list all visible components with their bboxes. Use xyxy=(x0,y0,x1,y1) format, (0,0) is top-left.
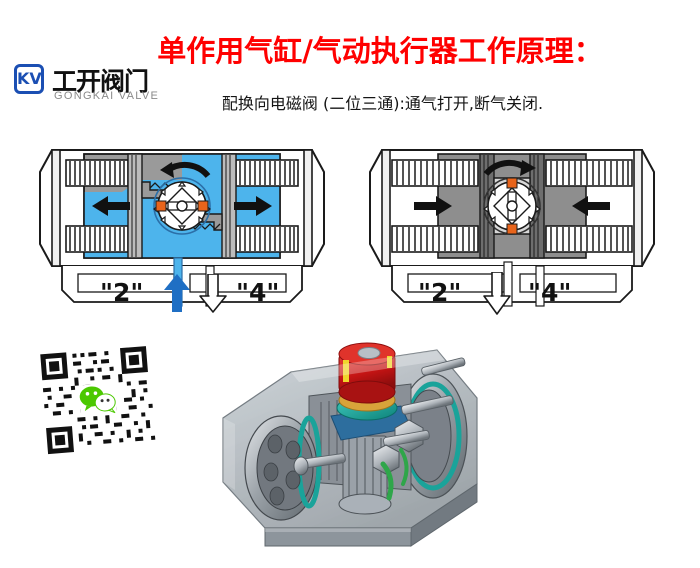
port-2-exhaust-arrow-right xyxy=(483,272,511,315)
spring-right-lower xyxy=(235,225,299,253)
tie-rod-left xyxy=(293,453,346,476)
spring-right-upper xyxy=(545,159,633,187)
port-2-label-left: "2" xyxy=(100,278,144,307)
port-4-label-right: "4" xyxy=(528,278,572,307)
indicator-stripe-left xyxy=(343,360,349,382)
piston-left xyxy=(127,153,143,259)
indicator-stripe-right xyxy=(387,356,392,368)
rotation-arrow-ccw xyxy=(160,161,211,179)
page-title: 单作用气缸/气动执行器工作原理： xyxy=(157,34,603,68)
actuator-3d-cutaway xyxy=(205,332,495,560)
logo-chinese-name: 工开阀门 xyxy=(52,67,149,96)
spring-right-upper xyxy=(235,159,299,187)
pinion-block-left xyxy=(155,200,167,212)
piston-arrow-left xyxy=(414,196,452,216)
pinion-gear xyxy=(483,177,541,235)
spring-left-upper xyxy=(65,159,129,187)
port-row-left: "2" "4" xyxy=(22,274,342,313)
spring-right-lower xyxy=(545,225,633,253)
port-row-right: "2" "4" xyxy=(352,272,672,315)
piston-right xyxy=(221,153,237,259)
port-4-exhaust-arrow-left xyxy=(199,274,227,313)
port-4-label-left: "4" xyxy=(236,278,280,307)
indicator-cap xyxy=(338,342,396,404)
logo-mark-icon: KV xyxy=(14,64,44,94)
piston-bores xyxy=(263,434,301,506)
spring-left-upper xyxy=(391,159,479,187)
spring-left-lower xyxy=(65,225,129,253)
diagram-right-air-exhausted xyxy=(352,136,672,316)
port-2-supply-arrow-left xyxy=(164,274,190,312)
green-seal-a xyxy=(380,461,394,501)
tie-rod-top-far xyxy=(421,357,466,376)
rotation-arrow-cw xyxy=(483,159,536,177)
piston-arrow-left xyxy=(92,196,130,216)
green-seal-b xyxy=(399,448,409,486)
pinion-block-bottom xyxy=(506,223,518,235)
logo-english-name: GONGKAI VALVE xyxy=(54,90,160,102)
company-logo: KV 工开阀门 GONGKAI VALVE xyxy=(14,62,189,110)
tie-rod-mid-right xyxy=(372,430,430,475)
wechat-icon xyxy=(78,382,118,416)
piston-arrow-right xyxy=(572,196,610,216)
pinion-block-top xyxy=(506,177,518,189)
channel-port4 xyxy=(535,265,545,307)
page-subtitle: 配换向电磁阀 (二位三通):通气打开,断气关闭. xyxy=(221,94,544,113)
exhaust-channel-port2 xyxy=(503,261,513,307)
wechat-qr-code xyxy=(31,339,165,461)
diagram-left-air-supplied xyxy=(22,136,342,316)
pinion-block-right xyxy=(197,200,209,212)
spring-left-lower xyxy=(391,225,479,253)
port-2-label-right: "2" xyxy=(418,278,462,307)
indicator-window xyxy=(357,347,381,359)
piston-arrow-right xyxy=(234,196,272,216)
